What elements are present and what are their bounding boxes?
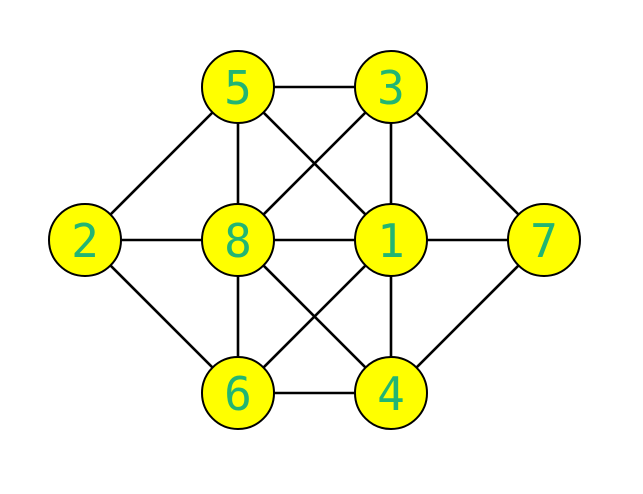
node-5: 5 [201, 50, 275, 124]
node-circle [201, 203, 275, 277]
node-circle [201, 50, 275, 124]
node-circle [507, 203, 581, 277]
nodes-layer: 5 3 2 8 1 7 6 4 [48, 50, 581, 430]
node-6: 6 [201, 356, 275, 430]
node-circle [354, 50, 428, 124]
node-circle [48, 203, 122, 277]
node-label: 2 [71, 214, 99, 268]
node-2: 2 [48, 203, 122, 277]
node-label: 3 [377, 61, 405, 115]
node-1: 1 [354, 203, 428, 277]
node-label: 5 [224, 61, 252, 115]
node-circle [201, 356, 275, 430]
node-8: 8 [201, 203, 275, 277]
node-3: 3 [354, 50, 428, 124]
node-label: 8 [224, 214, 252, 268]
node-label: 6 [224, 367, 252, 421]
node-label: 7 [530, 214, 558, 268]
node-7: 7 [507, 203, 581, 277]
edges-layer [84, 85, 545, 395]
node-circle [354, 203, 428, 277]
node-circle [354, 356, 428, 430]
node-4: 4 [354, 356, 428, 430]
node-label: 4 [377, 367, 405, 421]
node-label: 1 [377, 214, 405, 268]
